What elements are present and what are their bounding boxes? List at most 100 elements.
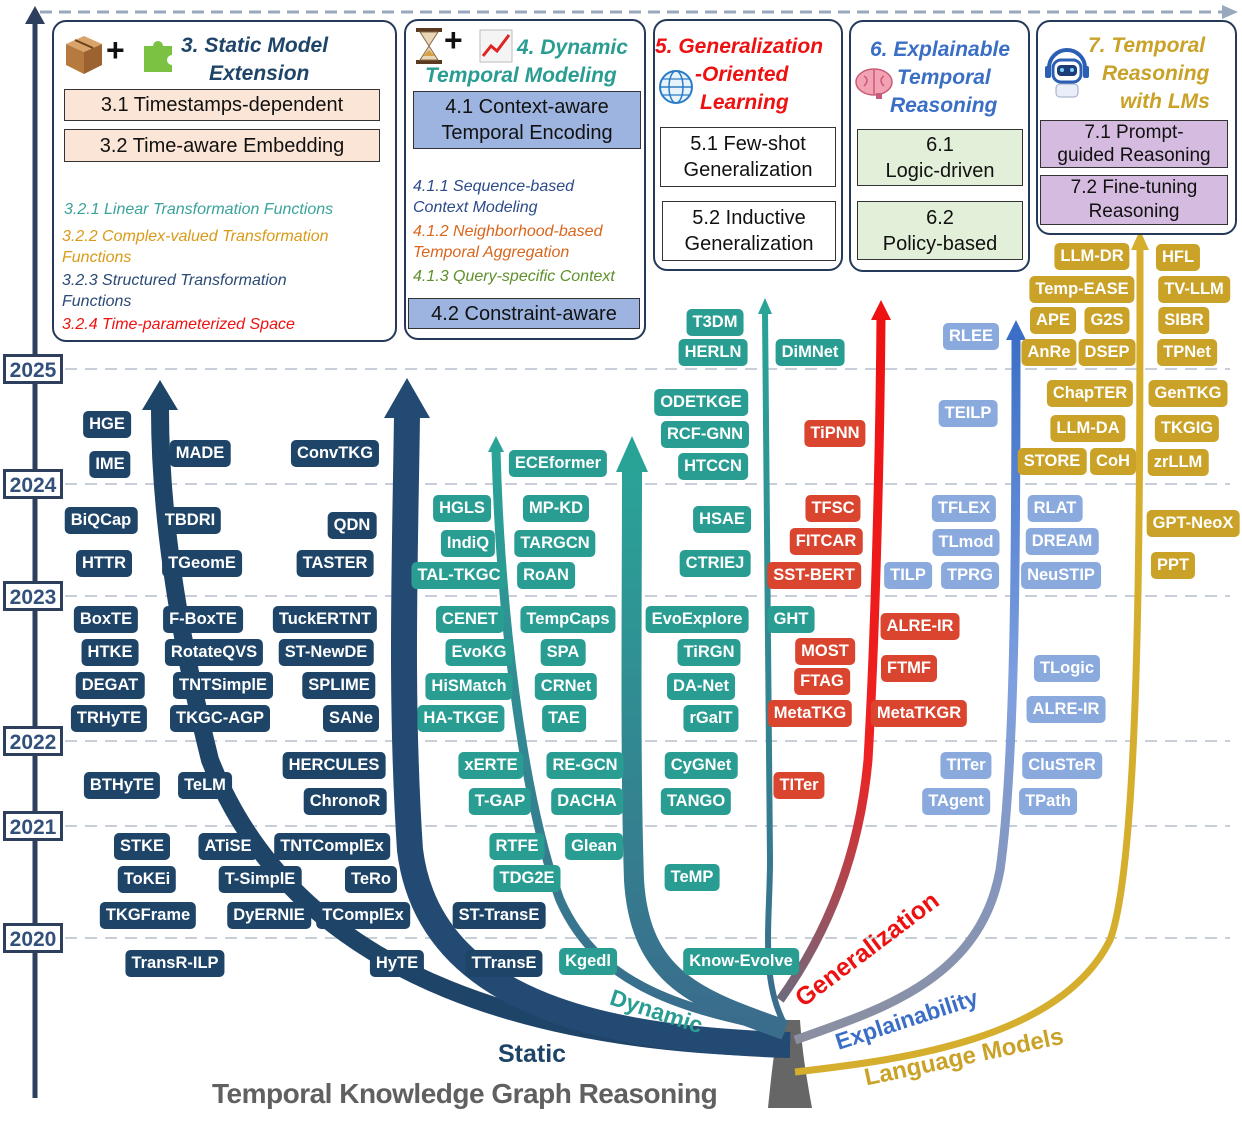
method-tag-dynamic: DiMNet <box>775 339 845 366</box>
item-3-2-1: 3.2.1 Linear Transformation Functions <box>64 201 334 218</box>
method-tag-static: HTTR <box>76 550 132 577</box>
method-tag-generalization: FTMF <box>881 655 937 682</box>
sub-7-1: 7.1 Prompt- guided Reasoning <box>1040 120 1228 168</box>
method-tag-dynamic: CRNet <box>534 673 598 700</box>
method-tag-explainability: RLEE <box>942 323 1000 350</box>
method-tag-dynamic: Glean <box>565 833 623 860</box>
method-tag-static: TASTER <box>296 550 374 577</box>
item-3-2-2-cont: Functions <box>62 249 132 266</box>
method-tag-dynamic: GHT <box>767 606 815 633</box>
method-tag-dynamic: HSAE <box>693 506 751 533</box>
method-tag-generalization: TITer <box>773 772 825 799</box>
method-tag-dynamic: CyGNet <box>664 752 738 779</box>
item-4-1-1-cont: Context Modeling <box>413 199 538 216</box>
method-tag-dynamic: ECEformer <box>508 450 608 477</box>
sub-7-2-line2: Reasoning <box>1088 201 1180 222</box>
method-tag-lm: Temp-EASE <box>1029 276 1135 303</box>
method-tag-lm: GenTKG <box>1148 380 1228 407</box>
method-tag-dynamic: rGalT <box>683 705 739 732</box>
hourglass-icon <box>416 28 442 64</box>
method-tag-lm: ChapTER <box>1046 380 1134 407</box>
method-tag-explainability: NeuSTIP <box>1021 562 1101 589</box>
method-tag-static: TGeomE <box>162 550 242 577</box>
method-tag-lm: LLM-DR <box>1054 243 1130 270</box>
method-tag-lm: APE <box>1030 307 1076 334</box>
method-tag-static: MADE <box>169 440 231 467</box>
year-2020: 2020 <box>3 923 63 953</box>
method-tag-generalization: MOST <box>795 638 855 665</box>
item-4-1-2: 4.1.2 Neighborhood-based <box>413 223 603 240</box>
lm-branch <box>794 247 1144 1076</box>
method-tag-static: DEGAT <box>75 672 145 699</box>
section-6-title-3: Reasoning <box>890 94 998 117</box>
sub-5-1-line2: Generalization <box>683 159 813 181</box>
method-tag-static: HyTE <box>369 950 425 977</box>
method-tag-static: HERCULES <box>282 752 386 779</box>
method-tag-dynamic: TDG2E <box>493 865 561 892</box>
item-4-1-2-cont: Temporal Aggregation <box>413 244 570 261</box>
method-tag-dynamic: IndiQ <box>440 530 496 557</box>
method-tag-lm: HFL <box>1155 244 1201 271</box>
method-tag-dynamic: RCF-GNN <box>660 421 750 448</box>
year-2025: 2025 <box>3 354 63 384</box>
method-tag-static: TransR-ILP <box>125 950 225 977</box>
method-tag-static: TKGC-AGP <box>170 705 270 732</box>
method-tag-static: TKGFrame <box>99 902 197 929</box>
method-tag-generalization: FTAG <box>794 668 850 695</box>
sub-7-2-line1: 7.2 Fine-tuning <box>1070 177 1198 198</box>
method-tag-static: ST-NewDE <box>278 639 374 666</box>
method-tag-dynamic: HERLN <box>678 339 748 366</box>
method-tag-static: STKE <box>113 833 171 860</box>
section-7-title-1: 7. Temporal <box>1088 34 1206 57</box>
method-tag-lm: CoH <box>1090 448 1136 475</box>
year-gridlines <box>65 368 1230 939</box>
section-4-box <box>404 19 646 340</box>
section-3-title-2: Extension <box>209 62 310 85</box>
method-tag-lm: GPT-NeoX <box>1146 510 1240 537</box>
method-tag-explainability: TPRG <box>941 562 999 589</box>
sub-5-2-line2: Generalization <box>684 233 814 255</box>
method-tag-static: BTHyTE <box>83 772 161 799</box>
plus-sign: + <box>106 32 125 68</box>
method-tag-explainability: RLAT <box>1027 495 1083 522</box>
method-tag-static: ConvTKG <box>290 440 380 467</box>
method-tag-dynamic: RE-GCN <box>546 752 624 779</box>
method-tag-generalization: MetaTKGR <box>870 700 968 727</box>
sub-6-1-line1: 6.1 <box>926 133 954 156</box>
method-tag-lm: PPT <box>1150 552 1196 579</box>
item-3-2-3: 3.2.3 Structured Transformation <box>62 272 287 289</box>
year-2023: 2023 <box>3 581 63 611</box>
method-tag-static: HGE <box>83 411 131 438</box>
method-tag-static: T-SimplE <box>218 866 302 893</box>
method-tag-static: F-BoxTE <box>163 606 243 633</box>
method-tag-explainability: TPath <box>1019 788 1077 815</box>
sub-7-1-line1: 7.1 Prompt- <box>1084 122 1184 143</box>
method-tag-explainability: TLogic <box>1033 655 1101 682</box>
method-tag-static: SPLIME <box>302 672 376 699</box>
item-4-1-3: 4.1.3 Query-specific Context <box>413 268 615 285</box>
sub-5-1-line1: 5.1 Few-shot <box>690 133 806 155</box>
section-7-title-3: with LMs <box>1120 90 1210 113</box>
method-tag-generalization: TiPNN <box>804 420 866 447</box>
method-tag-dynamic: xERTE <box>458 752 524 779</box>
method-tag-dynamic: TeMP <box>664 864 720 891</box>
method-tag-explainability: TILP <box>884 562 932 589</box>
method-tag-dynamic: TAL-TKGC <box>411 562 507 589</box>
method-tag-dynamic: DACHA <box>551 788 623 815</box>
sub-6-2-line1: 6.2 <box>926 206 954 229</box>
sub-5-1: 5.1 Few-shot Generalization <box>660 127 836 187</box>
method-tag-lm: TKGIG <box>1154 415 1220 442</box>
method-tag-static: ChronoR <box>303 788 387 815</box>
root-title: Temporal Knowledge Graph Reasoning <box>212 1078 718 1109</box>
sub-4-1-line2: Temporal Encoding <box>441 122 613 144</box>
section-4-title-2: Temporal Modeling <box>425 64 617 87</box>
method-tag-dynamic: TAE <box>542 705 586 732</box>
globe-icon <box>659 70 693 104</box>
section-5-title-3: Learning <box>700 91 789 114</box>
method-tag-explainability: TLmod <box>932 529 1000 556</box>
section-7-title-2: Reasoning <box>1102 62 1210 85</box>
time-axis-arrowhead <box>25 6 45 24</box>
method-tag-explainability: TITer <box>940 752 992 779</box>
sub-5-2: 5.2 Inductive Generalization <box>662 201 836 261</box>
